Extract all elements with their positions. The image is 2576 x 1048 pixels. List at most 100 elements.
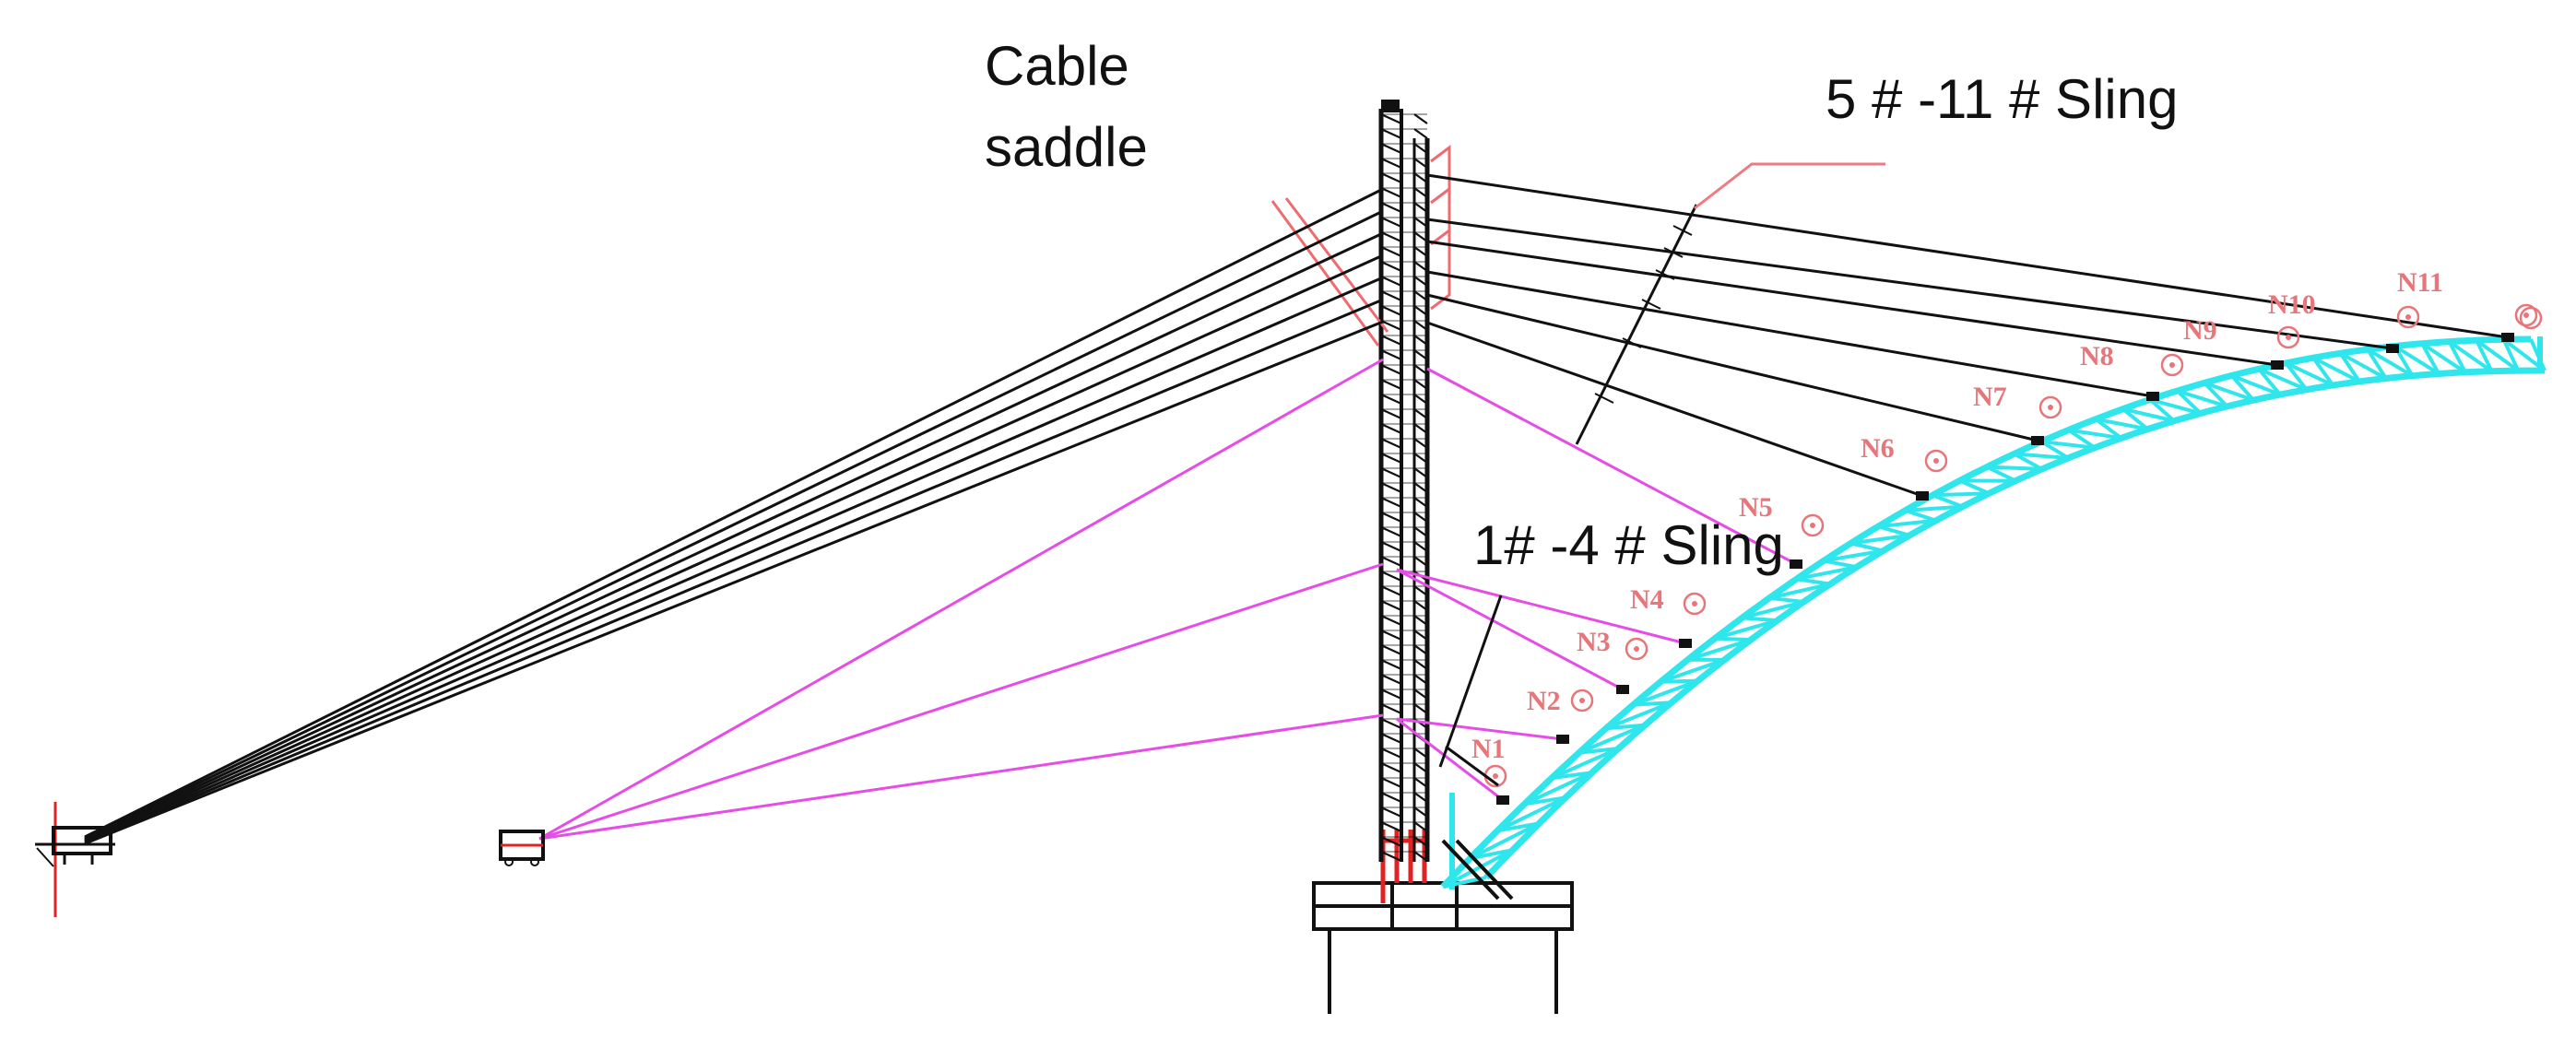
sling-cable bbox=[1427, 175, 2508, 337]
tower-lacing bbox=[1381, 557, 1401, 566]
tower-lacing bbox=[1381, 527, 1401, 536]
node-label-n2: N2 bbox=[1527, 686, 1561, 716]
upper-sling-pointer bbox=[1695, 164, 1885, 208]
tower-lacing bbox=[1381, 159, 1401, 168]
tower-cap bbox=[1381, 100, 1400, 112]
tower-lacing bbox=[1381, 571, 1401, 581]
node-label-n9: N9 bbox=[2183, 315, 2217, 346]
tower-lacing bbox=[1381, 129, 1401, 138]
sling-anchor bbox=[2271, 360, 2284, 370]
node-label-n4: N4 bbox=[1630, 584, 1664, 615]
tower-lacing bbox=[1381, 144, 1401, 153]
tower-lacing bbox=[1381, 439, 1401, 448]
node-circle-dot bbox=[2405, 314, 2411, 320]
node-circle-dot bbox=[1692, 601, 1697, 606]
tower-lacing bbox=[1381, 247, 1401, 256]
tower-lacing bbox=[1381, 394, 1401, 404]
back-stay-cable bbox=[85, 233, 1383, 839]
arch-lower-chord bbox=[1486, 371, 2545, 877]
tower-lacing bbox=[1381, 689, 1401, 699]
sling-cable bbox=[1427, 272, 2153, 396]
tower-lacing bbox=[1381, 114, 1401, 124]
node-circle-dot bbox=[1810, 523, 1815, 528]
tower-lacing bbox=[1381, 483, 1401, 492]
sling-anchor bbox=[1616, 685, 1629, 694]
tower-column bbox=[1381, 109, 1427, 862]
arch-diagonal bbox=[1932, 493, 1989, 495]
node-circle-dot bbox=[1493, 773, 1498, 779]
tower-lacing bbox=[1381, 748, 1401, 758]
tower-lacing bbox=[1381, 586, 1401, 595]
node-circle-dot bbox=[2048, 405, 2053, 410]
tower-lacing bbox=[1381, 512, 1401, 522]
cable-saddle-label-line1: Cable bbox=[985, 35, 1129, 97]
tower-lacing bbox=[1381, 262, 1401, 271]
tower-lacing bbox=[1381, 232, 1401, 241]
node-label-n6: N6 bbox=[1861, 433, 1895, 464]
tower-lacing bbox=[1381, 409, 1401, 418]
tower-lacing bbox=[1381, 218, 1401, 227]
sling-anchor bbox=[1679, 639, 1692, 648]
back-stay-cable bbox=[85, 277, 1383, 842]
lower-back-stay bbox=[539, 564, 1383, 839]
node-circle-dot bbox=[2523, 312, 2529, 318]
tower-lacing bbox=[1381, 793, 1401, 802]
tower-lacing bbox=[1381, 306, 1401, 315]
tower-lacing bbox=[1381, 675, 1401, 684]
back-stay-cables bbox=[85, 189, 1383, 843]
tower-foundation bbox=[1314, 883, 1572, 1014]
tower-lacing bbox=[1381, 763, 1401, 772]
upper-slings-label: 5 # -11 # Sling bbox=[1826, 68, 2178, 130]
tower-lacing bbox=[1381, 173, 1401, 183]
node-label-n7: N7 bbox=[1973, 382, 2007, 412]
tower-lacing bbox=[1381, 277, 1401, 286]
node-circle-dot bbox=[2169, 362, 2175, 368]
arch-rib-truss bbox=[1443, 336, 2545, 889]
tower-lacing bbox=[1381, 453, 1401, 463]
tower-lacing bbox=[1381, 424, 1401, 433]
cable-saddle-label-line2: saddle bbox=[985, 116, 1148, 178]
tower-lacing bbox=[1381, 188, 1401, 197]
tower-lacing bbox=[1381, 336, 1401, 345]
sling-anchor bbox=[1790, 559, 1802, 569]
back-stay-cable bbox=[85, 322, 1383, 843]
node-circle-dot bbox=[1579, 698, 1585, 703]
tower-lacing bbox=[1381, 498, 1401, 507]
tower-lacing bbox=[1414, 129, 1427, 138]
tower-lacing bbox=[1381, 601, 1401, 610]
node-label-n10: N10 bbox=[2268, 289, 2316, 320]
tower-lacing bbox=[1381, 630, 1401, 640]
back-stay-cable bbox=[85, 255, 1383, 841]
sling-anchor bbox=[2501, 333, 2514, 342]
lower-slings-label: 1# -4 # Sling bbox=[1473, 514, 1784, 576]
tower-lacing bbox=[1381, 616, 1401, 625]
sling-cable bbox=[1427, 241, 2277, 365]
tower-lacing bbox=[1381, 734, 1401, 743]
sling-anchor bbox=[2031, 436, 2044, 445]
tower-lacing bbox=[1381, 380, 1401, 389]
node-circle-dot bbox=[1634, 646, 1639, 652]
tower-lacing bbox=[1381, 203, 1401, 212]
tower-lacing bbox=[1381, 468, 1401, 477]
tower-lacing bbox=[1381, 660, 1401, 669]
tower-lacing bbox=[1381, 807, 1401, 817]
node-label-n1: N1 bbox=[1471, 734, 1506, 764]
arch-upper-chord bbox=[1443, 339, 2531, 887]
tower-lacing bbox=[1381, 645, 1401, 654]
node-label-n8: N8 bbox=[2080, 341, 2114, 371]
node-label-n3: N3 bbox=[1577, 627, 1611, 657]
middle-ground-anchor bbox=[501, 831, 543, 865]
tower-lacing bbox=[1414, 114, 1427, 124]
tower-lacing bbox=[1381, 542, 1401, 551]
tower-lacing bbox=[1381, 365, 1401, 374]
lower-back-stay bbox=[539, 715, 1383, 839]
sling-anchor bbox=[2386, 344, 2399, 353]
back-stay-cable bbox=[85, 189, 1383, 837]
back-stay-cable bbox=[85, 300, 1383, 842]
tower-lacing bbox=[1381, 704, 1401, 713]
tower-lacing bbox=[1381, 778, 1401, 787]
arch-diagonal bbox=[1987, 467, 2042, 469]
node-circle-dot bbox=[2286, 335, 2291, 340]
sling-anchor bbox=[1496, 795, 1509, 805]
